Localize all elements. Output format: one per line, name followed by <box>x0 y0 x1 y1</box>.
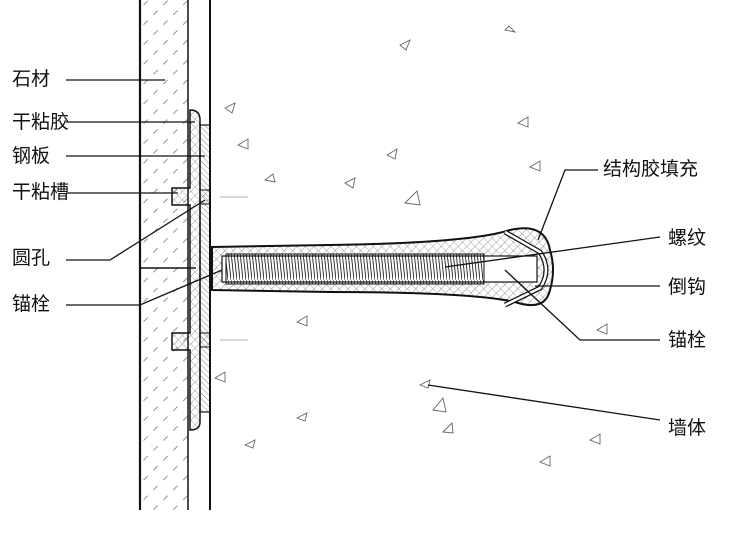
thread <box>225 253 485 285</box>
label-barb: 倒钩 <box>668 276 707 298</box>
steel-plate <box>199 124 211 413</box>
label-round-hole: 圆孔 <box>12 247 51 269</box>
label-stone: 石材 <box>12 68 51 90</box>
label-dry-glue: 干粘胶 <box>12 111 70 133</box>
leader-lines <box>66 79 661 421</box>
concrete-aggregate <box>213 25 608 467</box>
label-wall: 墙体 <box>668 417 707 439</box>
label-anchor-right: 锚栓 <box>668 329 707 351</box>
stone-panel <box>140 0 188 510</box>
label-thread: 螺纹 <box>668 227 707 249</box>
label-steel-plate: 钢板 <box>12 145 51 167</box>
label-anchor-left: 锚栓 <box>12 293 51 315</box>
label-glue-groove: 干粘槽 <box>12 181 70 203</box>
label-structural-glue-fill: 结构胶填充 <box>603 158 699 180</box>
dry-glue-layer <box>171 109 201 431</box>
